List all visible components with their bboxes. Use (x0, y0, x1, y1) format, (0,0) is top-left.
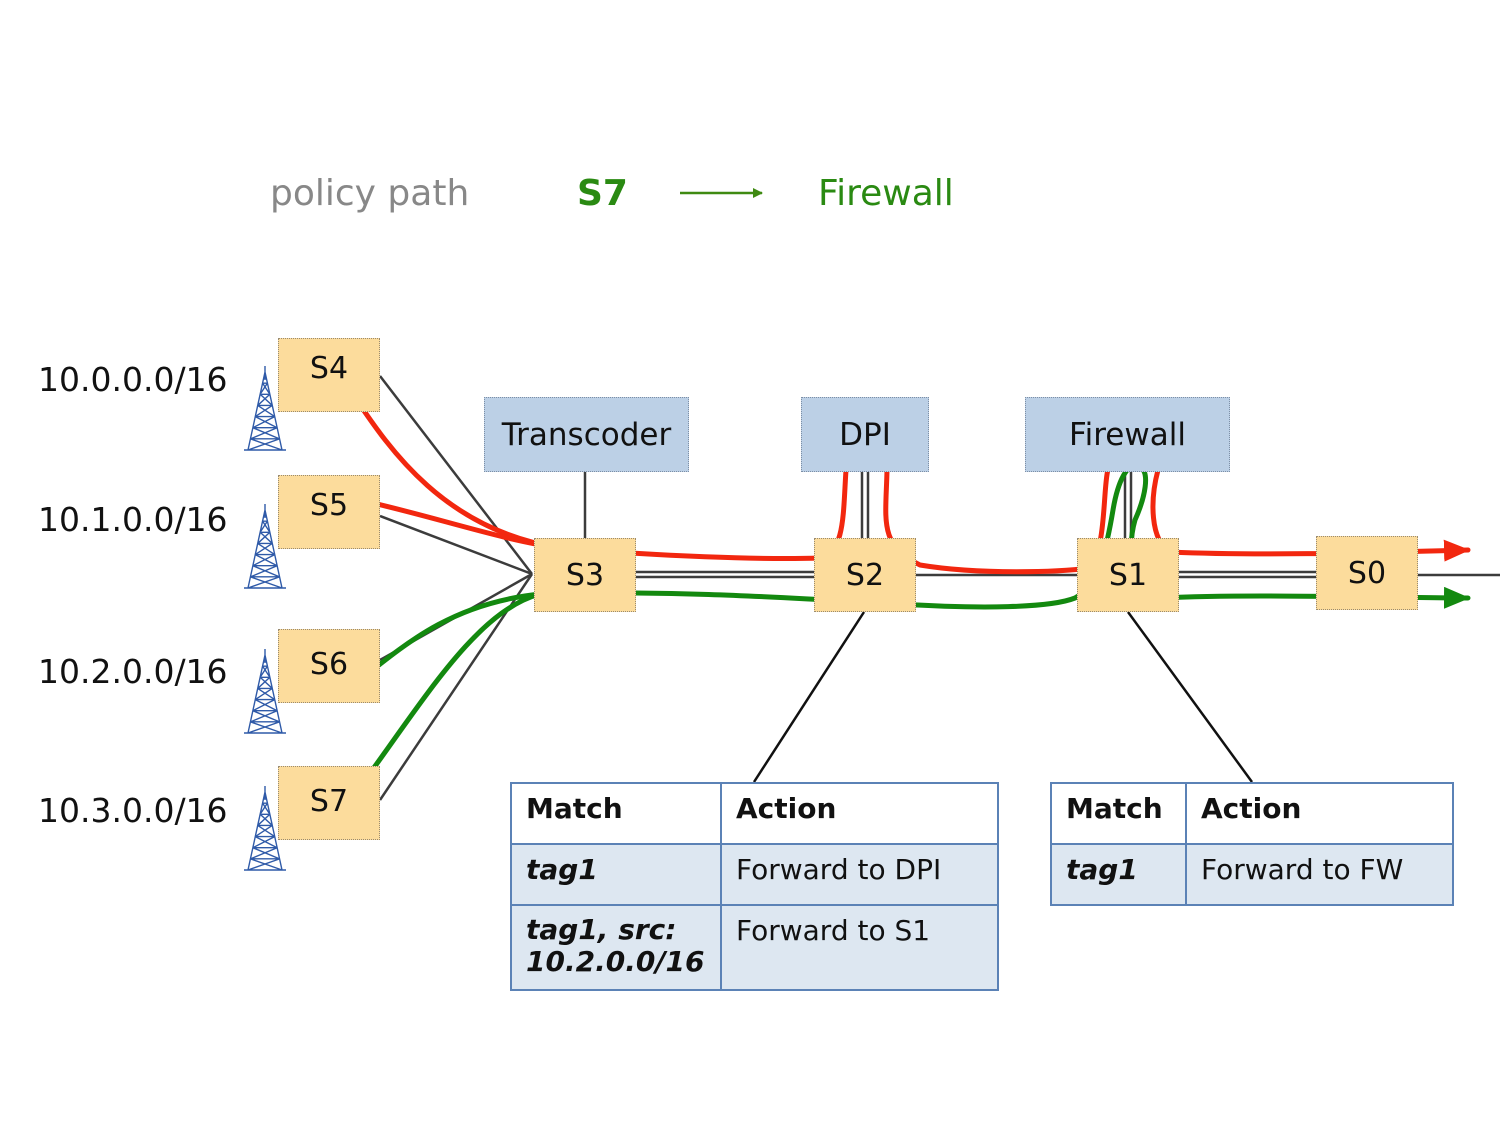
switch-s0[interactable]: S0 (1316, 536, 1418, 610)
prefix-label-s6: 10.2.0.0/16 (38, 652, 228, 691)
flow-table-s2: Match Action tag1 Forward to DPI tag1, s… (510, 782, 999, 991)
prefix-label-s4: 10.0.0.0/16 (38, 360, 228, 399)
middlebox-dpi-label: DPI (839, 417, 891, 453)
middlebox-firewall[interactable]: Firewall (1025, 397, 1230, 472)
switch-s0-label: S0 (1347, 556, 1387, 591)
switch-s3-label: S3 (565, 558, 605, 593)
table-s2-action-header: Action (720, 782, 999, 845)
prefix-label-s7: 10.3.0.0/16 (38, 791, 228, 830)
table-s2-row1-action: Forward to DPI (720, 843, 999, 906)
switch-s6-label: S6 (309, 647, 349, 682)
legend-label: policy path (270, 173, 470, 214)
switch-s1-label: S1 (1108, 558, 1148, 593)
radio-tower-icon (244, 786, 286, 871)
switch-s2-label: S2 (845, 558, 885, 593)
switch-s4-label: S4 (309, 351, 349, 386)
table-s2-row2-match-line1: tag1, src: (526, 913, 677, 946)
radio-tower-icon (244, 504, 286, 589)
switch-s4[interactable]: S4 (278, 338, 380, 412)
prefix-label-s5: 10.1.0.0/16 (38, 500, 228, 539)
table-s1-action-header: Action (1185, 782, 1454, 845)
table-s2-row1-match: tag1 (510, 843, 722, 906)
switch-s3[interactable]: S3 (534, 538, 636, 612)
table-s1-row1-action: Forward to FW (1185, 843, 1454, 906)
table-row: tag1 Forward to FW (1050, 843, 1454, 906)
table-s1-row1-match: tag1 (1050, 843, 1187, 906)
radio-tower-icons (244, 366, 286, 871)
table-row: tag1, src:10.2.0.0/16 Forward to S1 (510, 904, 999, 991)
switch-s7[interactable]: S7 (278, 766, 380, 840)
table-s1-match-header: Match (1050, 782, 1187, 845)
switch-s6[interactable]: S6 (278, 629, 380, 703)
table-s2-match-header: Match (510, 782, 722, 845)
switch-s5[interactable]: S5 (278, 475, 380, 549)
table-s2-row2-action: Forward to S1 (720, 904, 999, 991)
legend-destination: Firewall (818, 173, 954, 214)
switch-s1[interactable]: S1 (1077, 538, 1179, 612)
switch-s7-label: S7 (309, 784, 349, 819)
topology-links (378, 375, 1500, 801)
legend-source: S7 (577, 173, 628, 214)
middlebox-dpi[interactable]: DPI (801, 397, 929, 472)
switch-s5-label: S5 (309, 488, 349, 523)
callout-lines (752, 611, 1254, 783)
switch-s2[interactable]: S2 (814, 538, 916, 612)
middlebox-transcoder[interactable]: Transcoder (484, 397, 689, 472)
green-policy-path-s7 (365, 591, 543, 779)
table-row: tag1 Forward to DPI (510, 843, 999, 906)
flow-table-s1: Match Action tag1 Forward to FW (1050, 782, 1454, 906)
radio-tower-icon (244, 366, 286, 451)
table-s2-row2-match: tag1, src:10.2.0.0/16 (510, 904, 722, 991)
radio-tower-icon (244, 649, 286, 734)
middlebox-transcoder-label: Transcoder (501, 417, 672, 453)
middlebox-firewall-label: Firewall (1069, 417, 1186, 453)
table-s2-row2-match-line2: 10.2.0.0/16 (526, 945, 705, 978)
